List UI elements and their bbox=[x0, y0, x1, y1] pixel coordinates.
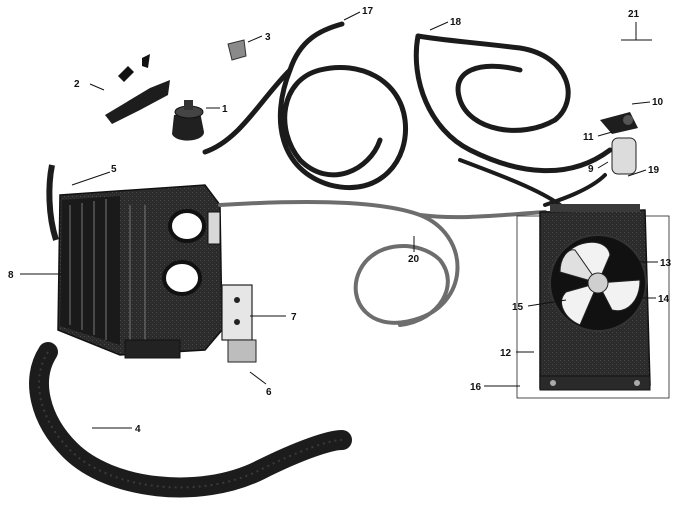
bracket-part bbox=[105, 54, 170, 124]
callout-20: 20 bbox=[408, 254, 420, 265]
receiver-drier-part bbox=[600, 112, 638, 175]
evaporator-unit-part bbox=[46, 164, 223, 359]
part-21-bracket-mark bbox=[621, 22, 652, 41]
callout-5: 5 bbox=[111, 164, 117, 175]
callout-8: 8 bbox=[8, 270, 14, 281]
callout-labels: 1 2 3 4 5 6 7 8 9 10 11 12 13 14 15 16 1… bbox=[8, 6, 672, 435]
callout-21: 21 bbox=[628, 9, 640, 20]
callout-4: 4 bbox=[135, 424, 141, 435]
callout-1: 1 bbox=[222, 104, 228, 115]
callout-6: 6 bbox=[266, 387, 272, 398]
leader-lines bbox=[20, 11, 658, 429]
callout-14: 14 bbox=[658, 294, 670, 305]
callout-19: 19 bbox=[648, 165, 660, 176]
callout-12: 12 bbox=[500, 348, 512, 359]
callout-18: 18 bbox=[450, 17, 462, 28]
callout-13: 13 bbox=[660, 258, 672, 269]
condenser-assembly-part bbox=[516, 204, 670, 399]
callout-16: 16 bbox=[470, 382, 482, 393]
callout-10: 10 bbox=[652, 97, 664, 108]
callout-11: 11 bbox=[583, 132, 594, 143]
callout-9: 9 bbox=[588, 164, 594, 175]
callout-7: 7 bbox=[291, 312, 297, 323]
callout-15: 15 bbox=[512, 302, 524, 313]
callout-3: 3 bbox=[265, 32, 271, 43]
fitting-part bbox=[227, 39, 247, 61]
callout-2: 2 bbox=[74, 79, 80, 90]
relay-bracket-part bbox=[221, 284, 257, 363]
thermostat-part bbox=[172, 100, 204, 141]
refrigerant-hoses bbox=[202, 21, 613, 327]
drain-hose-part bbox=[29, 342, 352, 498]
callout-17: 17 bbox=[362, 6, 374, 17]
